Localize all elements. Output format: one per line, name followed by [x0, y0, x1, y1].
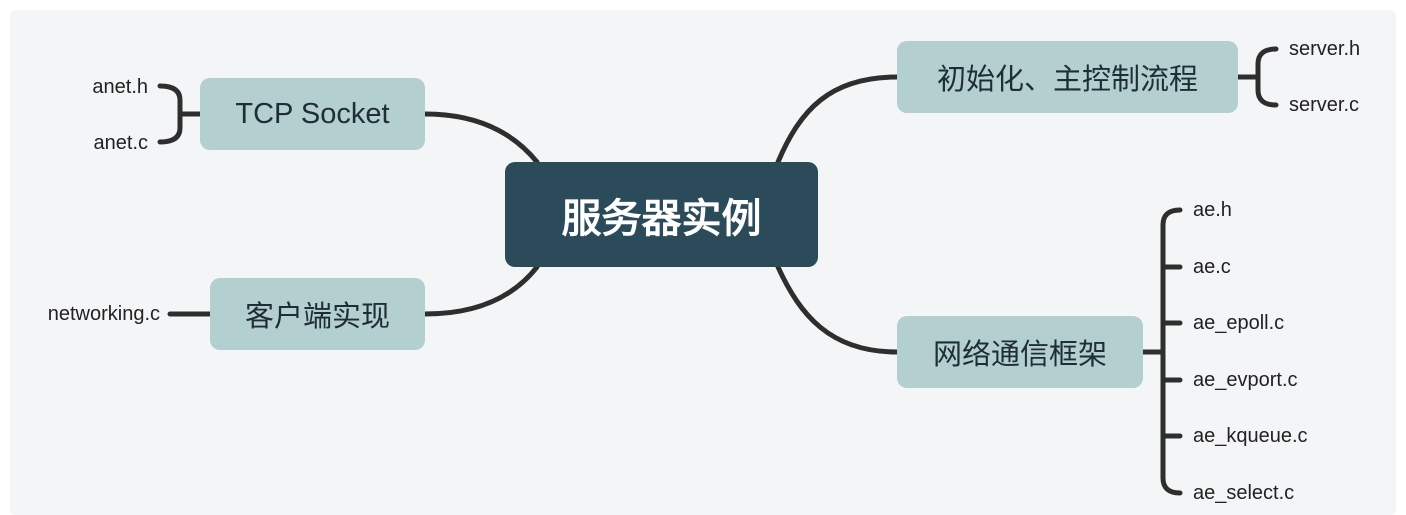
file-ae-evport-c[interactable]: ae_evport.c	[1193, 369, 1298, 391]
bracket-tcp	[157, 83, 203, 145]
link-central-network	[775, 264, 900, 355]
file-anet-h[interactable]: anet.h	[92, 76, 148, 98]
file-ae-epoll-c[interactable]: ae_epoll.c	[1193, 312, 1285, 334]
link-central-client	[422, 264, 540, 317]
topic-client[interactable]: 客户端实现	[210, 278, 425, 350]
topic-tcp-socket[interactable]: TCP Socket	[200, 78, 425, 150]
file-ae-kqueue-c[interactable]: ae_kqueue.c	[1193, 425, 1308, 447]
link-central-init	[775, 74, 900, 165]
bracket-init	[1235, 46, 1279, 108]
topic-init[interactable]: 初始化、主控制流程	[897, 41, 1238, 113]
central-topic[interactable]: 服务器实例	[505, 162, 818, 267]
link-central-tcp	[422, 111, 540, 165]
file-server-c[interactable]: server.c	[1289, 94, 1360, 116]
bracket-network	[1140, 207, 1183, 496]
topic-network[interactable]: 网络通信框架	[897, 316, 1143, 388]
file-ae-c[interactable]: ae.c	[1193, 256, 1231, 278]
file-ae-select-c[interactable]: ae_select.c	[1193, 482, 1295, 504]
file-anet-c[interactable]: anet.c	[93, 132, 148, 154]
file-server-h[interactable]: server.h	[1289, 38, 1361, 60]
file-networking-c[interactable]: networking.c	[47, 303, 160, 325]
file-ae-h[interactable]: ae.h	[1193, 199, 1232, 221]
